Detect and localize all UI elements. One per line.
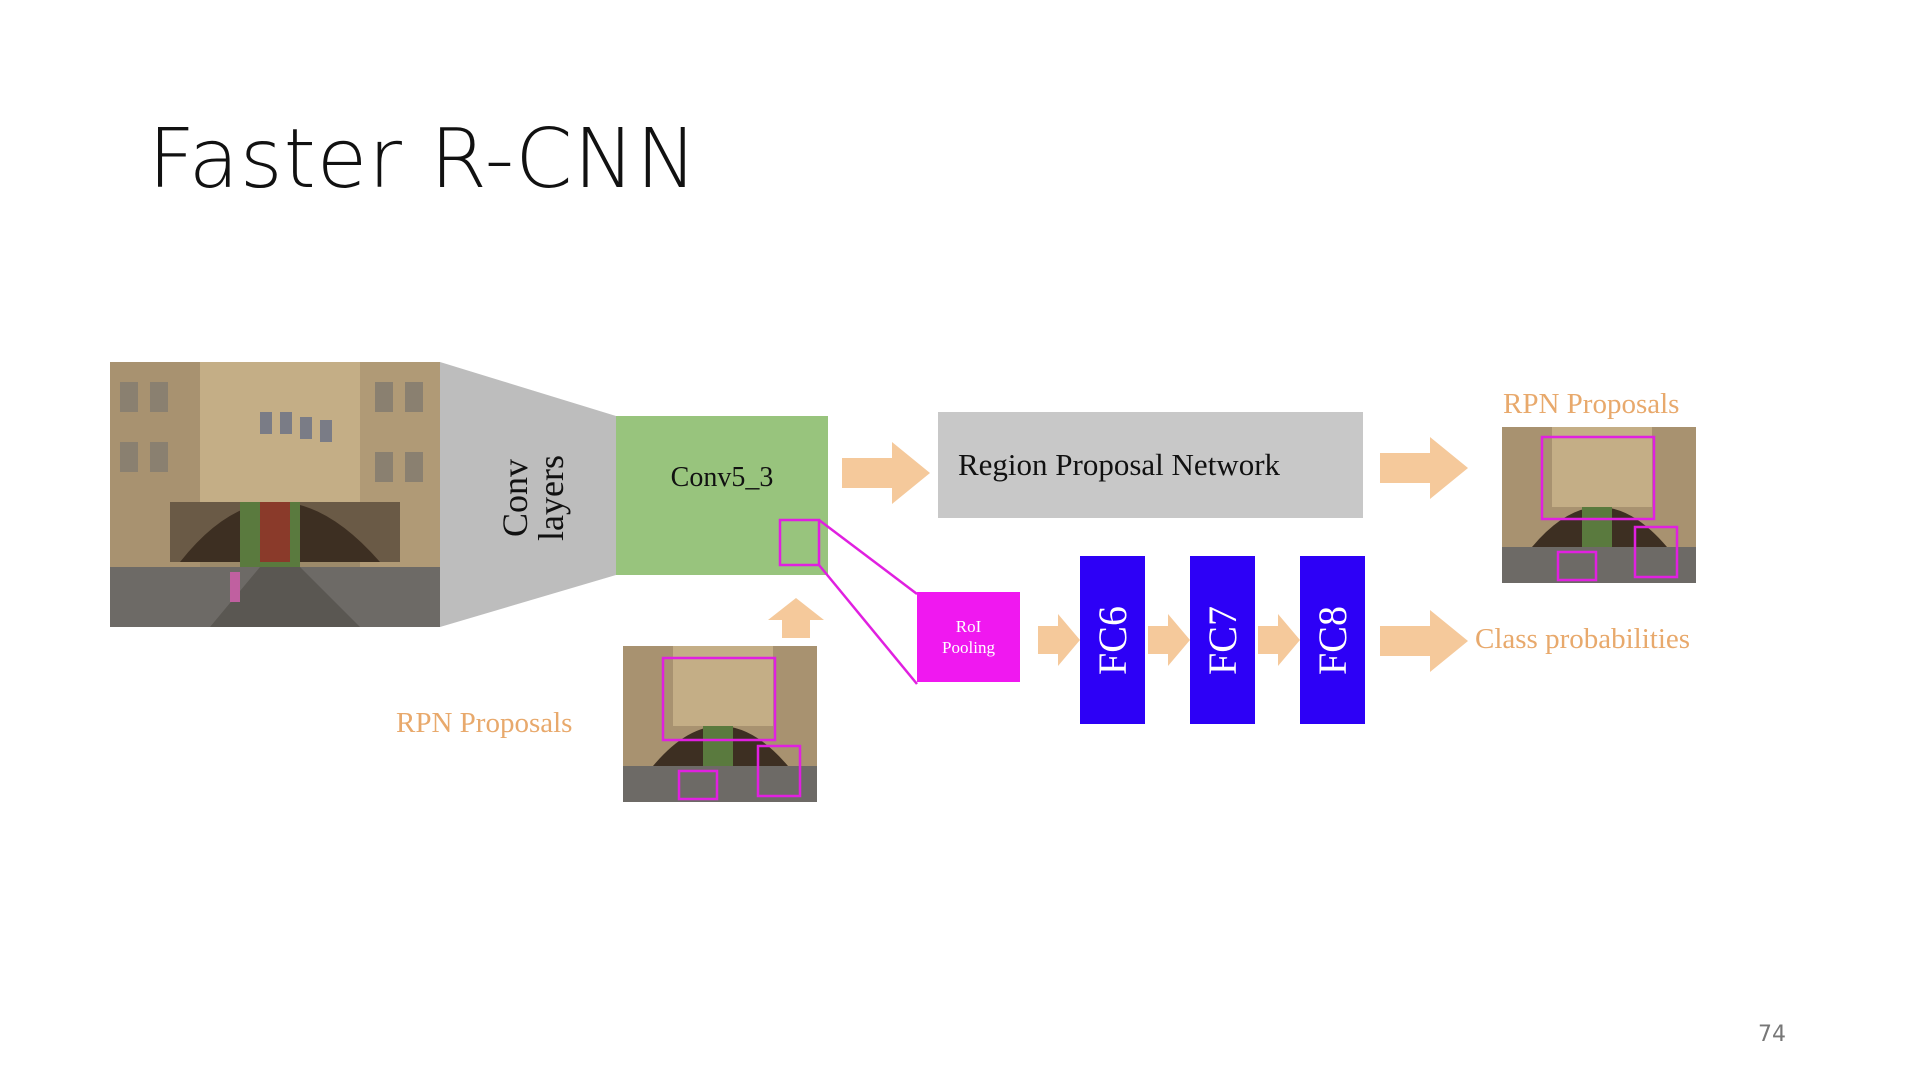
- roi-pooling-line1: RoI: [955, 616, 982, 636]
- arrow-rpn-to-proposals: [1380, 437, 1468, 499]
- class-probabilities-label: Class probabilities: [1475, 623, 1691, 655]
- roi-pooling-line2: Pooling: [942, 638, 995, 657]
- conv-layers-line2: layers: [531, 455, 571, 541]
- page-number: 74: [1758, 1022, 1786, 1047]
- region-proposal-network-box: Region Proposal Network: [938, 412, 1363, 518]
- arrow-roi-to-fc6: [1038, 614, 1080, 666]
- roi-projection: [778, 518, 918, 685]
- fc6-label: FC6: [1090, 605, 1135, 675]
- arrow-fc8-to-class-probs: [1380, 610, 1468, 672]
- rpn-label: Region Proposal Network: [958, 447, 1281, 482]
- roi-pooling-box: RoI Pooling: [917, 592, 1020, 682]
- conv-layers-label: Conv layers: [493, 443, 573, 553]
- rpn-proposals-output-image: [1502, 427, 1696, 583]
- fc8-box: FC8: [1300, 556, 1365, 724]
- fc8-label: FC8: [1310, 605, 1355, 675]
- rpn-proposals-bottom-label: RPN Proposals: [396, 707, 573, 739]
- rpn-proposals-input-image: [623, 646, 817, 802]
- conv5-3-box: Conv5_3: [616, 416, 828, 575]
- fc7-box: FC7: [1190, 556, 1255, 724]
- rpn-proposals-top-label: RPN Proposals: [1503, 388, 1680, 420]
- arrow-fc6-to-fc7: [1148, 614, 1190, 666]
- arrow-fc7-to-fc8: [1258, 614, 1300, 666]
- arrow-proposals-to-conv: [768, 598, 824, 638]
- fc7-label: FC7: [1200, 605, 1245, 675]
- conv5-3-label: Conv5_3: [670, 462, 774, 493]
- slide-title: Faster R-CNN: [148, 112, 699, 207]
- conv-layers-line1: Conv: [495, 459, 535, 538]
- input-image: [110, 362, 440, 627]
- fc6-box: FC6: [1080, 556, 1145, 724]
- arrow-conv-to-rpn: [842, 442, 930, 504]
- conv-funnel: [440, 362, 616, 627]
